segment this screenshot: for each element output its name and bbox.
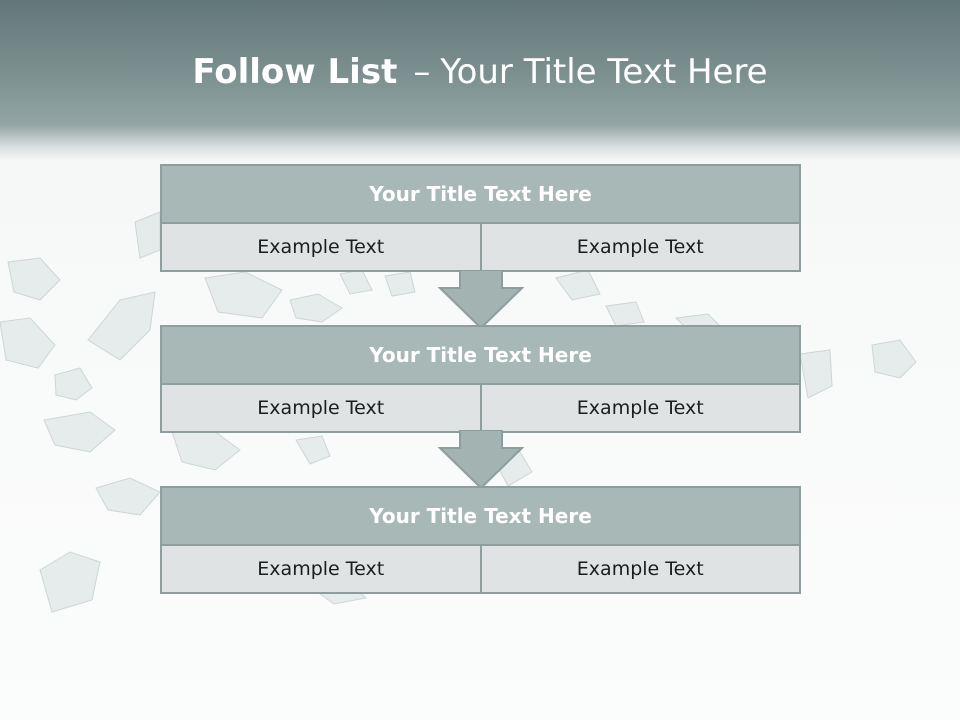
down-arrow-icon <box>438 270 524 330</box>
block-cell-right: Example Text <box>479 546 799 592</box>
list-block-2: Your Title Text Here Example Text Exampl… <box>160 325 801 433</box>
header-band <box>0 0 960 160</box>
block-cell-left: Example Text <box>162 385 480 431</box>
page-title: Follow List–Your Title Text Here <box>0 52 960 92</box>
list-block-3: Your Title Text Here Example Text Exampl… <box>160 486 801 594</box>
block-cell-right: Example Text <box>479 224 799 270</box>
block-row: Example Text Example Text <box>162 385 799 431</box>
block-title: Your Title Text Here <box>162 327 799 385</box>
block-title: Your Title Text Here <box>162 166 799 224</box>
block-cell-left: Example Text <box>162 546 480 592</box>
block-title: Your Title Text Here <box>162 488 799 546</box>
block-row: Example Text Example Text <box>162 546 799 592</box>
block-row: Example Text Example Text <box>162 224 799 270</box>
block-cell-right: Example Text <box>479 385 799 431</box>
list-block-1: Your Title Text Here Example Text Exampl… <box>160 164 801 272</box>
title-bold: Follow List <box>192 52 398 92</box>
title-dash: – <box>413 52 431 92</box>
down-arrow-icon <box>438 430 524 490</box>
title-rest: Your Title Text Here <box>440 52 768 92</box>
block-cell-left: Example Text <box>162 224 480 270</box>
